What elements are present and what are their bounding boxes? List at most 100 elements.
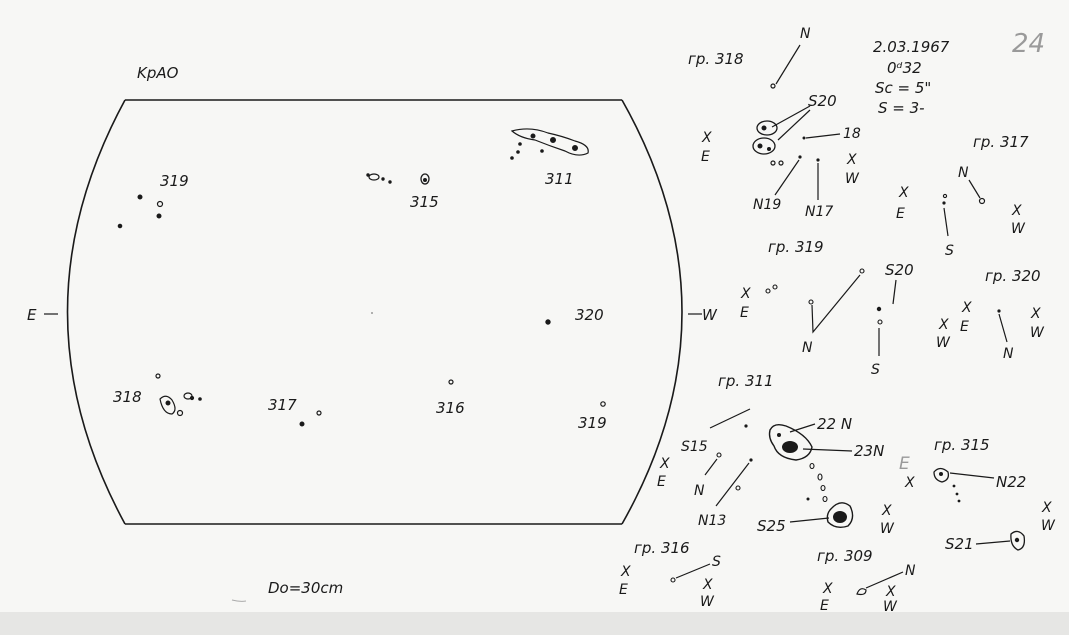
g318-east-x: X [701,130,712,146]
g318-leader [777,109,811,141]
g309-leader [865,571,904,589]
disk-group-319-north: 319 [160,172,189,190]
sunspot [600,401,606,407]
g317-label-n: N [958,165,969,181]
sunspot [876,306,882,312]
sunspot [942,201,946,205]
g311-label-s25: S25 [757,517,786,535]
diameter-label: Do=30cm [268,579,343,597]
g320-west-x: X [1030,306,1041,322]
sunspot [550,137,556,143]
sunspot [939,472,943,476]
g317-leader [968,179,981,199]
sunspot [820,484,826,492]
smudge [371,312,373,314]
disk-group-319-west: 319 [578,414,607,432]
sunspot [749,458,753,462]
sunspot [808,299,814,305]
sunspot [155,373,161,379]
g320-west-label-inner: W [936,335,951,351]
sunspot [757,143,763,149]
sunspot [159,395,176,415]
disk-group-311: 311 [545,170,574,188]
g311-title: гр. 311 [718,372,774,390]
sunspot [770,160,776,166]
sunspot [388,180,392,184]
g315-title: гр. 315 [934,436,990,454]
disk-spots [117,128,606,427]
g316-east-label: E [619,582,628,598]
g315-label-n22: N22 [996,473,1026,491]
sunspot [735,485,741,491]
sunspot [137,194,143,200]
sunspot [955,492,959,496]
g317-west-label: W [1011,221,1026,237]
disk-west-label: W [702,306,718,324]
sunspot [530,133,536,139]
g309-east-x: X [822,581,833,597]
sunspot [933,467,950,483]
sunspot [716,452,722,458]
sunspot [997,309,1001,313]
g318-label-18: 18 [843,126,861,142]
sunspot [782,441,798,453]
g320-east-label: E [960,319,969,335]
sunspot [952,484,956,488]
g318-label-s20: S20 [808,92,837,110]
observatory-label: KpAO [137,64,179,82]
sunspot [817,473,823,481]
g311-label-22n: 22 N [817,415,852,433]
sunspot [756,120,778,136]
detail-group-318: гр. 318 N S20 18 N19 N17 X E X W [688,26,861,220]
sunspot [856,588,867,596]
sunspot [366,173,370,177]
g315-west-label: W [1041,518,1056,534]
sunspot [545,319,551,325]
sunspot [420,173,430,185]
g309-east-label: E [820,598,829,612]
g318-west-x: X [846,152,857,168]
g316-east-x: X [620,564,631,580]
sunspot [822,495,828,503]
sunspot [752,137,776,155]
sunspot [381,177,385,181]
sunspot [540,149,544,153]
g311-leader [802,448,853,452]
g311-leader [789,423,816,433]
g318-leader [774,159,800,196]
g320-title: гр. 320 [985,267,1041,285]
g318-leader [775,44,801,85]
sunspot [117,223,123,229]
g315-east-x: X [904,475,915,491]
disk-group-318: 318 [113,388,142,406]
sunspot [816,158,820,162]
g319-leader [811,274,861,334]
g318-leader [771,105,811,128]
sunspot [778,160,784,166]
sunspot [198,397,202,401]
g311-east-label: E [657,474,666,490]
sunspot [806,497,810,501]
g311-label-23n: 23N [854,442,884,460]
g319-label-s20: S20 [885,261,914,279]
sunspot [770,83,776,89]
g315-leader [949,472,995,479]
g309-label-n: N [905,563,916,579]
pencil-mark [231,599,247,602]
g317-title: гр. 317 [973,133,1029,151]
g316-west-x: X [702,577,713,593]
sunspot [516,150,520,154]
s-label: S = 3- [878,99,925,117]
g311-east-x: X [659,456,670,472]
g320-west-label: W [1030,325,1045,341]
g317-east-label: E [896,206,905,222]
g309-title: гр. 309 [817,547,873,565]
g315-leader [975,540,1011,545]
g318-leader [805,133,841,139]
g309-west-x: X [885,584,896,600]
g318-label-n17: N17 [805,204,833,220]
g318-label-n19: N19 [753,197,781,213]
sunspot [189,395,195,401]
sunspot [978,197,986,205]
sunspot [572,145,578,151]
